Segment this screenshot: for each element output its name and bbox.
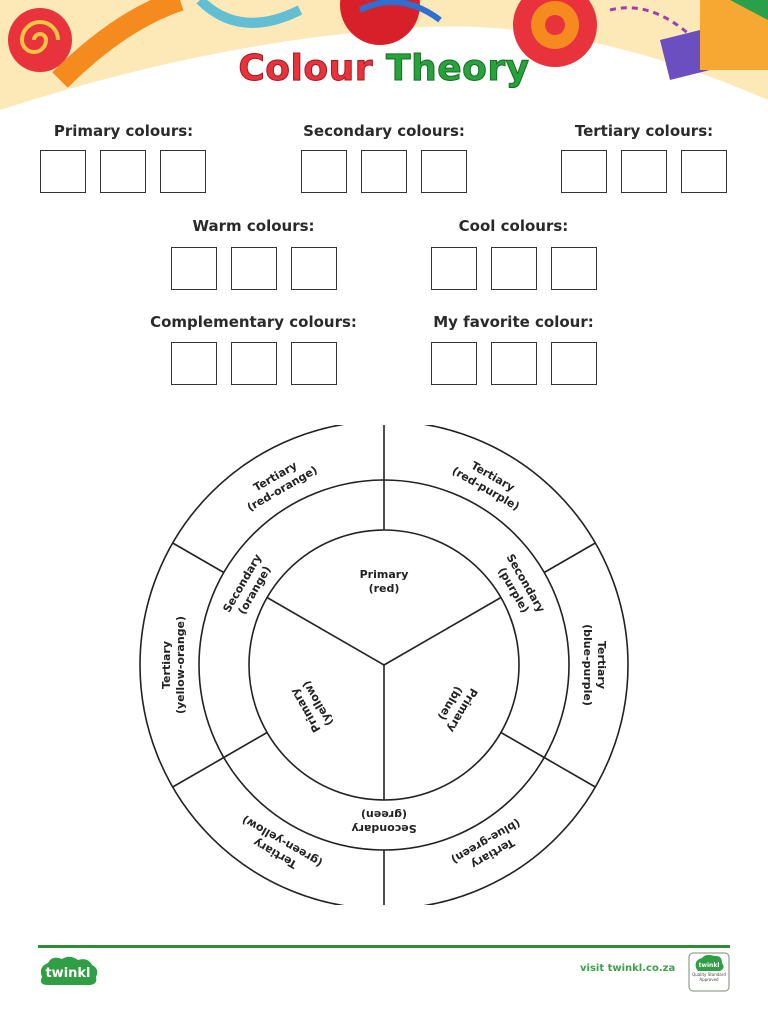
cool-colour-box[interactable] [551,247,597,290]
outer-divider [543,542,596,574]
tertiary-colour-box[interactable] [621,150,667,193]
warm-colour-box[interactable] [291,247,337,290]
cool-colour-box[interactable] [491,247,537,290]
warm-colour-box[interactable] [231,247,277,290]
logo-text: twinkl [45,966,90,981]
quality-badge: twinkl Quality Standard Approved [688,952,730,992]
cool-colours-label: Cool colours: [458,217,569,235]
favorite-colour-label: My favorite colour: [433,313,594,331]
tertiary-segment-label: Tertiary(blue-purple) [581,624,608,706]
secondary-colour-box[interactable] [421,150,467,193]
tertiary-segment-label: Tertiary(yellow-orange) [160,616,187,714]
complementary-colour-box[interactable] [291,342,337,385]
complementary-colour-box[interactable] [231,342,277,385]
favorite-colour-box[interactable] [551,342,597,385]
page-title: Colour Theory [0,48,768,90]
primary-segment-label: Primary(yellow) [288,678,336,734]
warm-colours-label: Warm colours: [192,217,315,235]
outer-divider [172,542,225,574]
title-word-colour: Colour [238,48,373,90]
primary-colour-box[interactable] [160,150,206,193]
primary-colour-box[interactable] [40,150,86,193]
secondary-colour-box[interactable] [301,150,347,193]
visit-link[interactable]: visit twinkl.co.za [580,963,676,974]
twinkl-logo: twinkl [40,956,98,985]
outer-divider [172,756,225,788]
secondary-colours-label: Secondary colours: [303,122,465,140]
footer-divider [38,945,730,948]
title-word-theory: Theory [386,48,530,90]
tertiary-colour-box[interactable] [681,150,727,193]
primary-segment-label-title: Primary [360,568,409,581]
favorite-colour-box[interactable] [431,342,477,385]
tertiary-segment-label-title: Tertiary [595,641,608,689]
complementary-colours-label: Complementary colours: [150,313,357,331]
middle-divider [500,731,545,759]
tertiary-segment-label-title: Tertiary [160,641,173,689]
inner-divider [383,596,502,666]
secondary-segment-label-title: Secondary [351,822,416,835]
secondary-segment-label: Secondary(purple) [495,552,547,616]
primary-colours-label: Primary colours: [53,122,194,140]
middle-divider [223,731,268,759]
warm-colour-box[interactable] [171,247,217,290]
cool-colour-box[interactable] [431,247,477,290]
complementary-colour-box[interactable] [171,342,217,385]
secondary-colour-box[interactable] [361,150,407,193]
secondary-segment-label: Secondary(green) [351,808,416,835]
badge-text: Quality Standard Approved [692,972,726,982]
outer-divider [543,756,596,788]
outer-ring [139,425,629,905]
tertiary-segment-label-subtitle: (blue-purple) [581,624,594,706]
inner-divider [266,596,385,666]
tertiary-segment-label: Tertiary(green-yellow) [240,813,325,871]
primary-segment-label: Primary(red) [360,568,409,595]
tertiary-colours-label: Tertiary colours: [574,122,714,140]
primary-segment-label: Primary(blue) [435,684,480,735]
favorite-colour-box[interactable] [491,342,537,385]
badge-brand: twinkl [699,962,720,969]
tertiary-colour-box[interactable] [561,150,607,193]
colour-wheel: Primary(red) Primary(blue) Primary(yellow)… [139,425,629,905]
primary-colour-box[interactable] [100,150,146,193]
secondary-segment-label-subtitle: (green) [361,808,407,821]
decorative-banner [0,0,768,110]
tertiary-segment-label-subtitle: (yellow-orange) [174,616,187,714]
secondary-segment-label: Secondary(orange) [221,552,274,617]
primary-segment-label-subtitle: (red) [369,582,400,595]
